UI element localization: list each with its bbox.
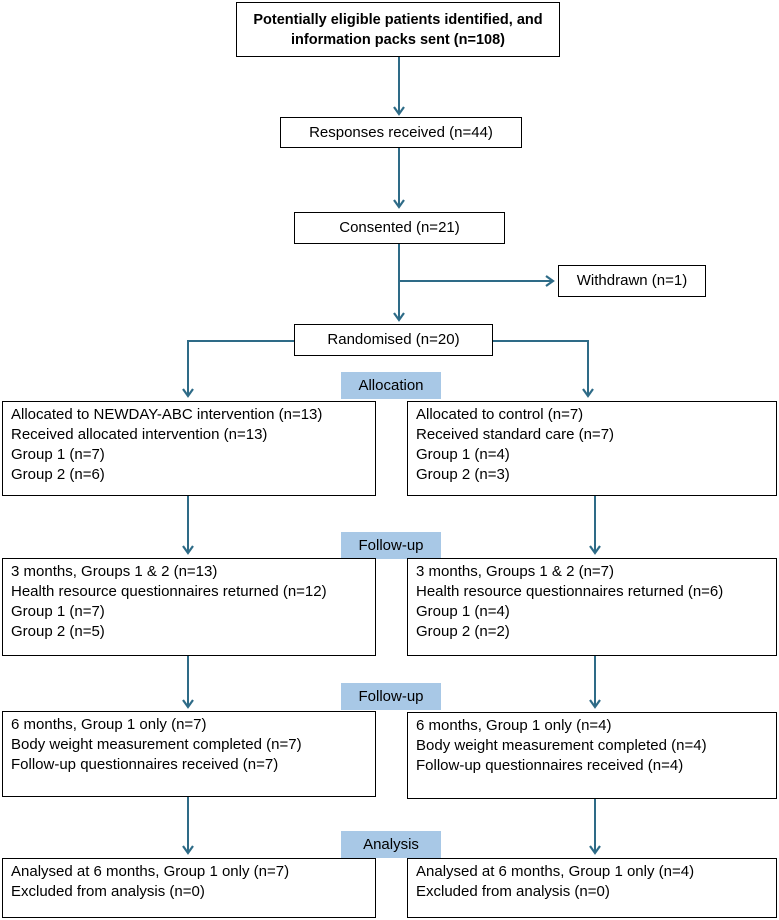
control-allocation-line-2: Received standard care (n=7): [416, 426, 615, 443]
randomised-label: Randomised (n=20): [327, 331, 460, 348]
intervention-analysis-line-1: Analysed at 6 months, Group 1 only (n=7): [11, 863, 290, 880]
control-allocation-line-3: Group 1 (n=4): [416, 446, 510, 463]
control-allocation-line-1: Allocated to control (n=7): [416, 406, 584, 423]
intervention-allocation-box: Allocated to NEWDAY-ABC intervention (n=…: [2, 401, 376, 496]
control-3m-line-1: 3 months, Groups 1 & 2 (n=7): [416, 563, 615, 580]
identified-box: Potentially eligible patients identified…: [236, 2, 560, 57]
control-6m-line-1: 6 months, Group 1 only (n=4): [416, 717, 612, 734]
control-3m-line-3: Group 1 (n=4): [416, 603, 510, 620]
intervention-allocation-line-4: Group 2 (n=6): [11, 466, 105, 483]
stage-follow-up-6m: Follow-up: [341, 683, 441, 710]
intervention-6m-line-3: Follow-up questionnaires received (n=7): [11, 756, 279, 773]
arrow-randomised-to-intervention: [182, 340, 296, 398]
control-followup-6m-box: 6 months, Group 1 only (n=4) Body weight…: [407, 712, 777, 799]
intervention-analysis-box: Analysed at 6 months, Group 1 only (n=7)…: [2, 858, 376, 918]
stage-allocation: Allocation: [341, 372, 441, 399]
responses-box: Responses received (n=44): [280, 117, 522, 148]
responses-label: Responses received (n=44): [309, 123, 493, 141]
intervention-followup-3m-box: 3 months, Groups 1 & 2 (n=13) Health res…: [2, 558, 376, 656]
stage-follow-up-3m: Follow-up: [341, 532, 441, 559]
control-6m-line-2: Body weight measurement completed (n=4): [416, 737, 707, 754]
stage-analysis: Analysis: [341, 831, 441, 858]
control-6m-line-3: Follow-up questionnaires received (n=4): [416, 757, 684, 774]
control-analysis-box: Analysed at 6 months, Group 1 only (n=4)…: [407, 858, 777, 918]
intervention-3m-line-4: Group 2 (n=5): [11, 623, 105, 640]
control-3m-line-2: Health resource questionnaires returned …: [416, 583, 724, 600]
consented-box: Consented (n=21): [294, 212, 505, 244]
intervention-analysis-line-2: Excluded from analysis (n=0): [11, 883, 205, 900]
withdrawn-box: Withdrawn (n=1): [558, 265, 706, 297]
control-analysis-line-2: Excluded from analysis (n=0): [416, 883, 610, 900]
withdrawn-label: Withdrawn (n=1): [576, 272, 688, 289]
intervention-6m-line-2: Body weight measurement completed (n=7): [11, 736, 302, 753]
control-allocation-box: Allocated to control (n=7) Received stan…: [407, 401, 777, 496]
arrow-randomised-to-control: [492, 340, 594, 398]
intervention-allocation-line-2: Received allocated intervention (n=13): [11, 426, 268, 443]
intervention-allocation-line-1: Allocated to NEWDAY-ABC intervention (n=…: [11, 406, 323, 423]
identified-line-1: Potentially eligible patients identified…: [253, 11, 543, 28]
intervention-3m-line-3: Group 1 (n=7): [11, 603, 105, 620]
intervention-allocation-line-3: Group 1 (n=7): [11, 446, 105, 463]
control-allocation-line-4: Group 2 (n=3): [416, 466, 510, 483]
control-followup-3m-box: 3 months, Groups 1 & 2 (n=7) Health reso…: [407, 558, 777, 656]
intervention-6m-line-1: 6 months, Group 1 only (n=7): [11, 716, 207, 733]
randomised-box: Randomised (n=20): [294, 324, 493, 356]
identified-line-2: information packs sent (n=108): [291, 31, 505, 48]
control-3m-line-4: Group 2 (n=2): [416, 623, 510, 640]
control-analysis-line-1: Analysed at 6 months, Group 1 only (n=4): [416, 863, 695, 880]
intervention-followup-6m-box: 6 months, Group 1 only (n=7) Body weight…: [2, 711, 376, 797]
intervention-3m-line-2: Health resource questionnaires returned …: [11, 583, 327, 600]
intervention-3m-line-1: 3 months, Groups 1 & 2 (n=13): [11, 563, 218, 580]
consented-label: Consented (n=21): [339, 219, 460, 236]
